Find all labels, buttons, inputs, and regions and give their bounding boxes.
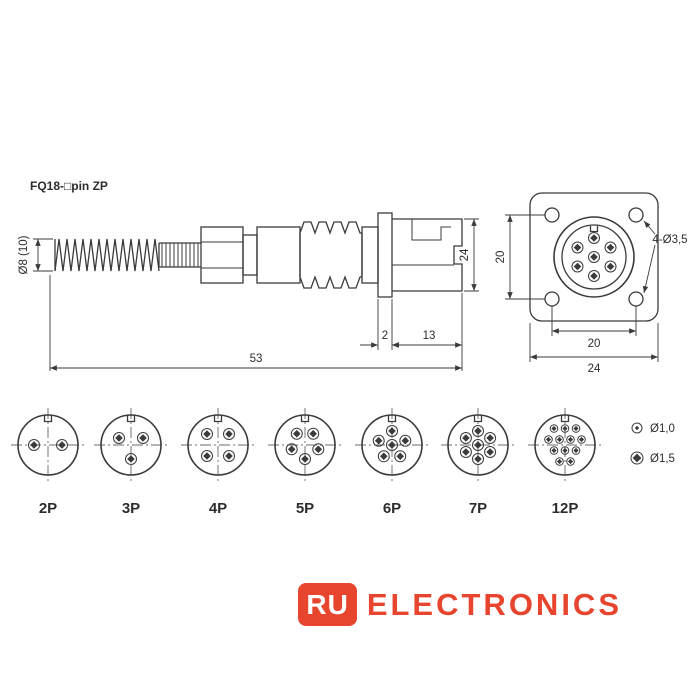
spacer-ring [242,234,258,276]
insert-inner-circle [561,224,627,290]
pin-diagram-12p: 12P [527,407,603,517]
dim-flange-label: 2 [382,330,388,342]
dim-width-label: 24 [588,363,601,375]
square-flange [529,192,659,322]
pin-diagram-5p: 5P [267,407,343,517]
mounting-hole [544,207,560,223]
callout-mounting-holes: 4-Ø3,5 [642,220,688,294]
pin-count-label: 4P [209,500,227,517]
dimension-body-height: 24 [459,218,479,292]
spring-strain-relief [54,238,160,272]
dimension-rear-length: 13 [392,330,462,348]
pin-layout-row: 2P 3P 4P 5P [10,407,675,517]
legend-large-pin-label: Ø1,5 [650,453,675,465]
rear-receptacle [392,218,463,292]
dimension-hole-spacing-vertical: 20 [495,214,545,300]
pin-count-label: 12P [552,500,579,517]
mounting-hole [544,291,560,307]
mounting-hole [628,207,644,223]
castellated-coupling-ring [299,221,363,289]
dimension-diameter: Ø8 (10) [18,235,53,275]
connector-shell [256,226,301,284]
mounting-hole [628,291,644,307]
insert-outer-circle [553,216,635,298]
pin-diagram-3p: 3P [93,407,169,517]
front-view-pins [571,232,617,282]
dimension-total-length: 53 [50,353,462,371]
dim-rear-label: 13 [423,330,436,342]
dim-height-label: 24 [459,248,471,261]
dim-vertical-label: 20 [495,251,507,264]
pin-count-label: 3P [122,500,140,517]
pin-count-label: 7P [469,500,487,517]
legend-small-pin-label: Ø1,0 [650,423,675,435]
key-notch [589,226,599,233]
threaded-cable-entry [158,242,201,268]
pin-count-label: 5P [296,500,314,517]
pin-diagram-7p: 7P [440,407,516,517]
pin-diameter-legend: Ø1,0 Ø1,5 [630,422,675,465]
dimension-hole-spacing-horizontal: 20 [551,306,637,350]
callout-holes-label: 4-Ø3,5 [652,234,687,246]
brand-logo: RU ELECTRONICS [298,583,622,626]
side-view: Ø8 (10) 2 13 53 24 [18,212,479,371]
dim-horizontal-label: 20 [588,338,601,350]
hex-nut [200,226,244,284]
neck [361,226,379,284]
front-view: 20 20 24 4-Ø3,5 [495,192,688,375]
brand-logo-text: ELECTRONICS [366,586,622,622]
pin-diagram-6p: 6P [354,407,430,517]
drawing-title: FQ18-□pin ZP [30,179,108,193]
pin-diagram-4p: 4P [180,407,256,517]
dim-total-label: 53 [250,353,263,365]
mounting-flange [377,212,393,298]
pin-count-label: 2P [39,500,57,517]
pin-count-label: 6P [383,500,401,517]
pin-diagram-2p: 2P [10,407,86,517]
dim-diameter-label: Ø8 (10) [18,235,30,274]
brand-logo-badge: RU [298,583,357,626]
dimension-flange-width: 24 [529,323,659,375]
